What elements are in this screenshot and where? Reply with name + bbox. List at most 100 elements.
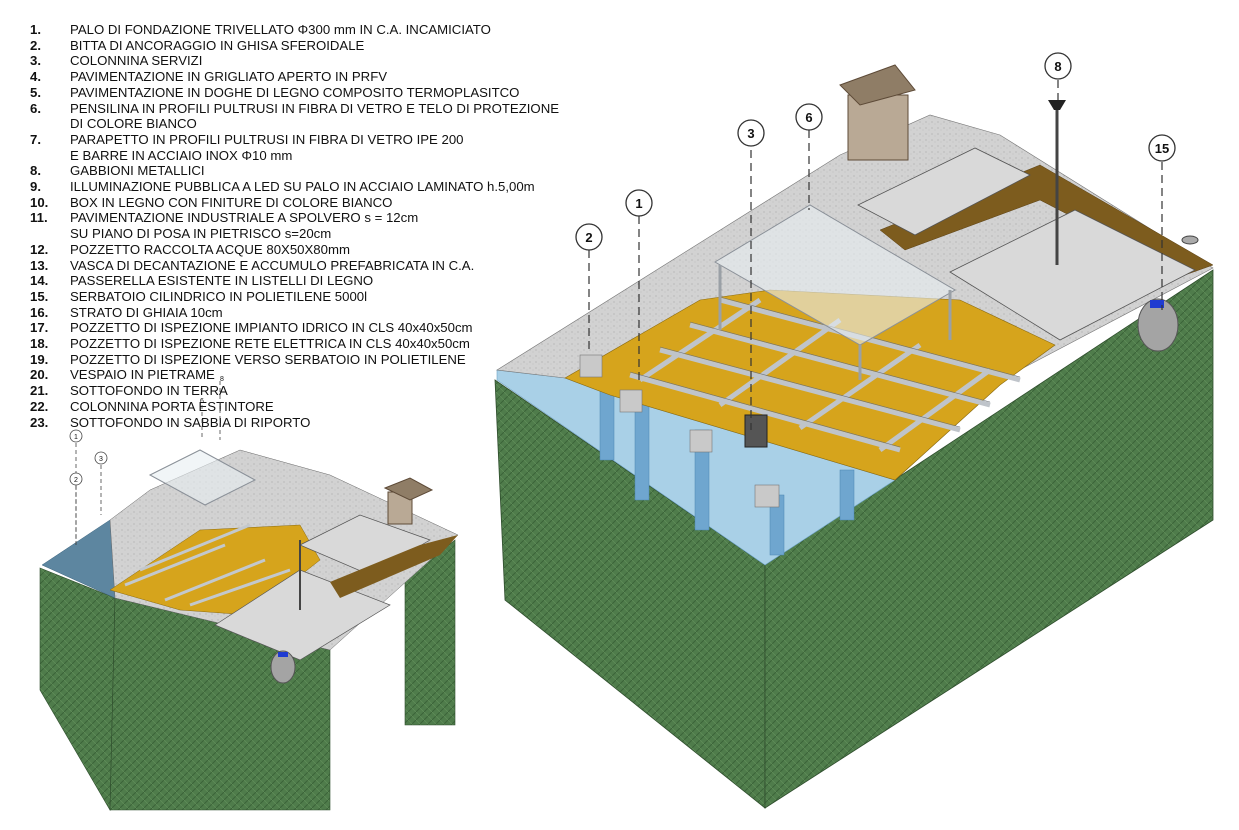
legend-row: 13.VASCA DI DECANTAZIONE E ACCUMULO PREF… bbox=[30, 258, 630, 274]
legend-text: SERBATOIO CILINDRICO IN POLIETILENE 5000… bbox=[70, 288, 368, 304]
legend-number: 5. bbox=[30, 84, 41, 100]
legend-row: 14. PASSERELLA ESISTENTE IN LISTELLI DI L… bbox=[30, 273, 630, 289]
legend-row: 1. PALO DI FONDAZIONE TRIVELLATO Φ300 mm … bbox=[30, 22, 630, 38]
legend-number: 4. bbox=[30, 69, 41, 85]
legend-row: 5. PAVIMENTAZIONE IN DOGHE DI LEGNO COMPO… bbox=[30, 85, 630, 101]
service-column bbox=[744, 414, 768, 448]
legend-text: PENSILINA IN PROFILI PULTRUSI IN FIBRA D… bbox=[70, 100, 560, 116]
legend-row: 3. COLONNINA SERVIZI bbox=[30, 53, 630, 69]
plinths bbox=[579, 354, 780, 508]
legend-number: 11. bbox=[30, 210, 48, 226]
legend-row: 9.ILLUMINAZIONE PUBBLICA A LED SU PALO I… bbox=[30, 179, 630, 195]
legend-number: 3. bbox=[30, 53, 41, 69]
legend: 1. PALO DI FONDAZIONE TRIVELLATO Φ300 mm … bbox=[30, 22, 630, 430]
legend-row: 21.SOTTOFONDO IN TERRA bbox=[30, 383, 630, 399]
legend-row: 8. GABBIONI METALLICI bbox=[30, 163, 630, 179]
legend-row: 4.PAVIMENTAZIONE IN GRIGLIATO APERTO IN … bbox=[30, 69, 630, 85]
legend-text: POZZETTO RACCOLTA ACQUE 80X50X80mm bbox=[70, 241, 350, 257]
legend-row: 2. BITTA DI ANCORAGGIO IN GHISA SFEROIDAL… bbox=[30, 38, 630, 54]
callout-main-2: 2 bbox=[585, 230, 592, 245]
legend-number: 8. bbox=[30, 163, 41, 179]
legend-row: 18. POZZETTO DI ISPEZIONE RETE ELETTRICA … bbox=[30, 336, 630, 352]
legend-row: DI COLORE BIANCO bbox=[30, 116, 630, 132]
legend-number: 23. bbox=[30, 414, 49, 430]
wood-deck bbox=[564, 289, 1056, 481]
lamp-pole bbox=[1048, 100, 1066, 265]
legend-row: 7. PARAPETTO IN PROFILI PULTRUSI IN FIBRA… bbox=[30, 132, 630, 148]
tank-inlet bbox=[1150, 300, 1164, 308]
callout-main-6: 6 bbox=[805, 110, 812, 125]
slab-right-1 bbox=[857, 147, 1031, 236]
callout-small-3: 3 bbox=[99, 456, 103, 463]
callout-small-8: 8 bbox=[220, 376, 224, 383]
legend-number: 16. bbox=[30, 304, 49, 320]
legend-number: 21. bbox=[30, 383, 49, 399]
legend-text: PALO DI FONDAZIONE TRIVELLATO Φ300 mm IN… bbox=[70, 22, 491, 37]
legend-text: POZZETTO DI ISPEZIONE IMPIANTO IDRICO IN… bbox=[70, 320, 473, 336]
legend-text: PAVIMENTAZIONE IN DOGHE DI LEGNO COMPOSI… bbox=[70, 84, 520, 100]
small-kiosk bbox=[383, 477, 434, 525]
kiosk bbox=[839, 64, 916, 161]
legend-row: 22. COLONNINA PORTA ESTINTORE bbox=[30, 399, 630, 415]
legend-row: 6. PENSILINA IN PROFILI PULTRUSI IN FIBRA… bbox=[30, 101, 630, 117]
piles bbox=[599, 389, 855, 556]
legend-text: COLONNINA PORTA ESTINTORE bbox=[70, 398, 274, 414]
legend-text: PASSERELLA ESISTENTE IN LISTELLI DI LEGN… bbox=[70, 273, 374, 289]
legend-text: STRATO DI GHIAIA 10cm bbox=[70, 304, 223, 320]
small-model bbox=[39, 449, 459, 812]
callout-circles-small bbox=[69, 429, 108, 486]
callout-small-1: 1 bbox=[74, 434, 78, 441]
small-tank bbox=[270, 650, 296, 684]
legend-text: POZZETTO DI ISPEZIONE VERSO SERBATOIO IN… bbox=[70, 351, 466, 367]
callout-small-2: 2 bbox=[74, 477, 78, 484]
callout-main-1: 1 bbox=[635, 196, 642, 211]
soil-right-face bbox=[764, 269, 1214, 809]
small-canopy bbox=[148, 449, 257, 506]
legend-number: 19. bbox=[30, 351, 49, 367]
small-tank-inlet bbox=[278, 652, 288, 657]
legend-number: 22. bbox=[30, 398, 49, 414]
legend-number: 20. bbox=[30, 367, 49, 383]
canopy-roof bbox=[714, 204, 956, 346]
canopy-posts bbox=[718, 265, 952, 380]
legend-row: 15. SERBATOIO CILINDRICO IN POLIETILENE 5… bbox=[30, 289, 630, 305]
legend-text: SU PIANO DI POSA IN PIETRISCO s=20cm bbox=[70, 226, 332, 242]
legend-text: VESPAIO IN PIETRAME bbox=[70, 367, 215, 383]
legend-row: 12.POZZETTO RACCOLTA ACQUE 80X50X80mm bbox=[30, 242, 630, 258]
legend-number: 17. bbox=[30, 320, 49, 336]
legend-number: 2. bbox=[30, 37, 41, 53]
legend-number: 15. bbox=[30, 288, 49, 304]
legend-number: 18. bbox=[30, 336, 49, 352]
legend-row: E BARRE IN ACCIAIO INOX Φ10 mm bbox=[30, 148, 630, 164]
legend-row: 16. STRATO DI GHIAIA 10cm bbox=[30, 305, 630, 321]
wall-lamp bbox=[1181, 235, 1199, 245]
callout-main-3: 3 bbox=[747, 126, 754, 141]
legend-row: 10. BOX IN LEGNO CON FINITURE DI COLORE B… bbox=[30, 195, 630, 211]
small-soil-left bbox=[39, 567, 116, 812]
legend-number: 10. bbox=[30, 194, 49, 210]
callouts-main bbox=[588, 80, 1163, 430]
legend-text: E BARRE IN ACCIAIO INOX Φ10 mm bbox=[70, 147, 293, 163]
legend-number: 14. bbox=[30, 273, 49, 289]
legend-text: PARAPETTO IN PROFILI PULTRUSI IN FIBRA D… bbox=[70, 131, 464, 147]
legend-text: BOX IN LEGNO CON FINITURE DI COLORE BIAN… bbox=[70, 194, 393, 210]
callout-main-8: 8 bbox=[1054, 59, 1061, 74]
legend-text: PAVIMENTAZIONE INDUSTRIALE A SPOLVERO s … bbox=[70, 210, 419, 226]
callouts-small bbox=[75, 381, 221, 545]
legend-number: 7. bbox=[30, 131, 41, 147]
legend-text: COLONNINA SERVIZI bbox=[70, 53, 203, 69]
slab-right-2 bbox=[949, 209, 1196, 341]
small-boardwalk bbox=[330, 535, 458, 598]
legend-text: GABBIONI METALLICI bbox=[70, 163, 205, 179]
main-model bbox=[494, 64, 1214, 809]
legend-number: 6. bbox=[30, 100, 41, 116]
frame-grid bbox=[629, 297, 1021, 453]
legend-number: 1. bbox=[30, 22, 41, 37]
legend-text: BITTA DI ANCORAGGIO IN GHISA SFEROIDALE bbox=[70, 37, 365, 53]
callout-small-6: 6 bbox=[200, 398, 204, 405]
legend-text: DI COLORE BIANCO bbox=[70, 116, 197, 132]
callout-circles-main bbox=[575, 52, 1176, 251]
legend-text: POZZETTO DI ISPEZIONE RETE ELETTRICA IN … bbox=[70, 336, 470, 352]
legend-number: 9. bbox=[30, 179, 41, 195]
polyethylene-tank bbox=[1137, 298, 1179, 352]
